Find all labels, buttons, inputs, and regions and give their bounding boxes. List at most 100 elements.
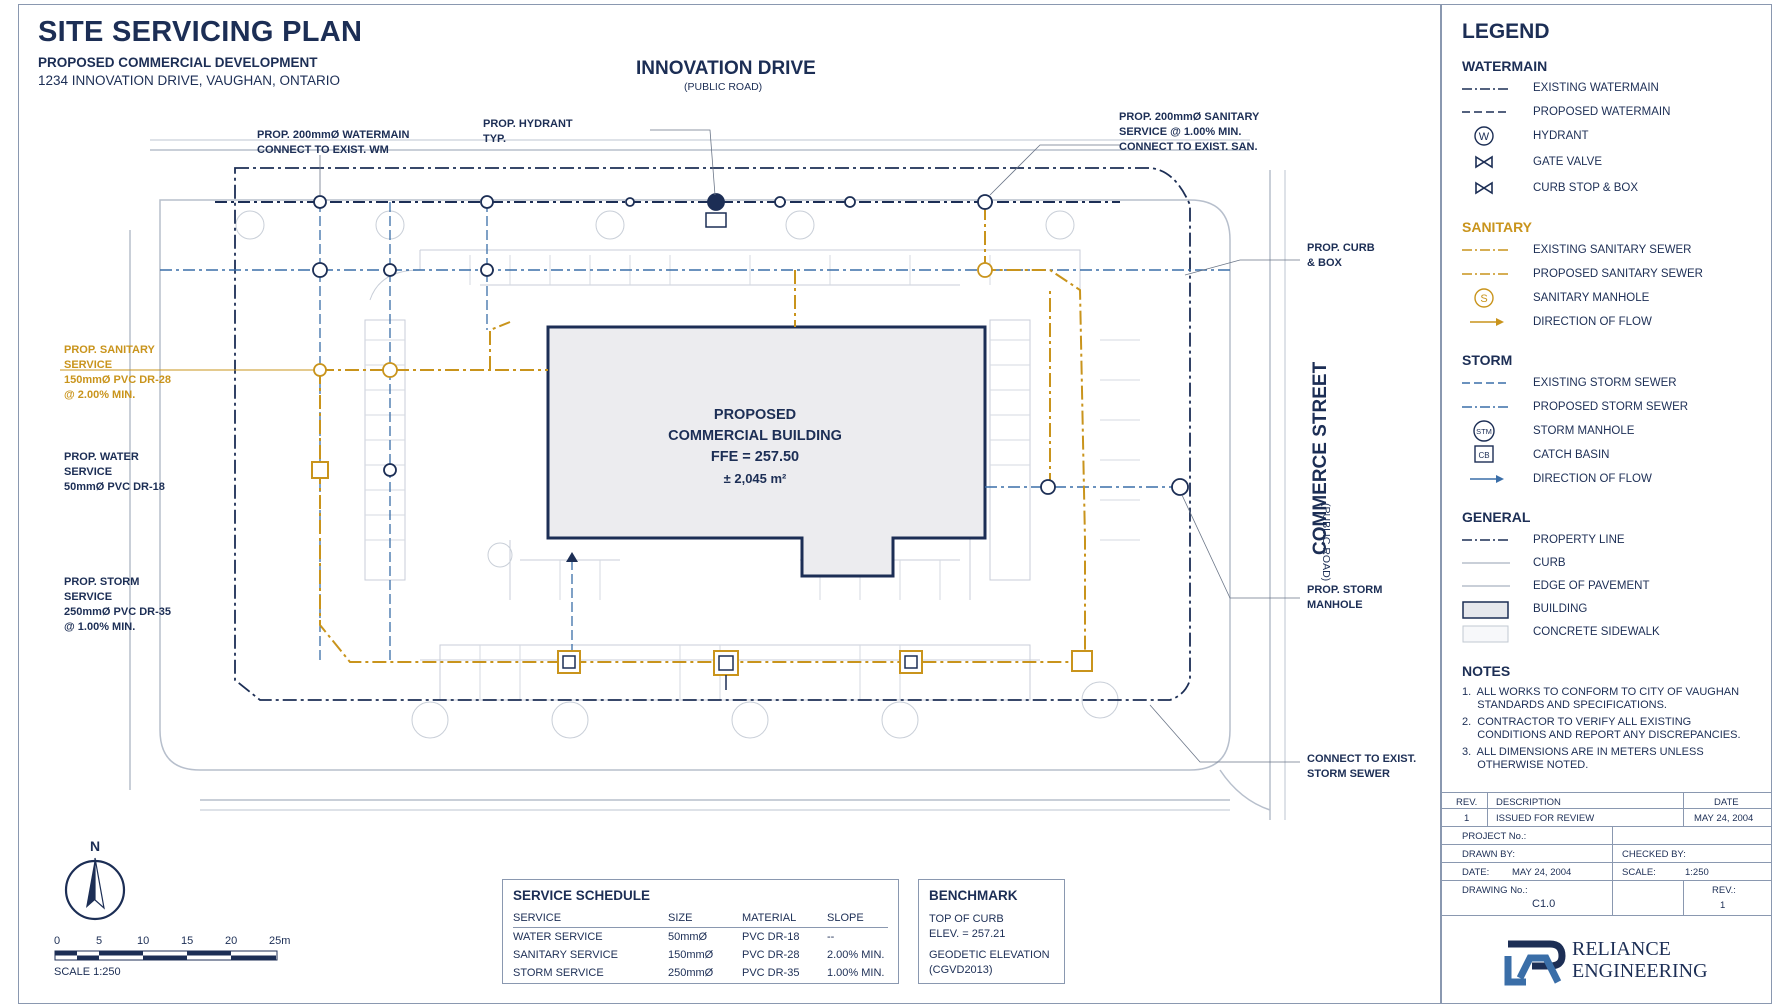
drawn-by-label: DRAWN BY: — [1462, 849, 1515, 860]
schedule-cell: PVC DR-35 — [742, 967, 800, 979]
drawing-frame — [18, 4, 1772, 1004]
note-storm-service: PROP. STORM SERVICE 250mmØ PVC DR-35 @ 1… — [64, 576, 171, 633]
logo-line1: RELIANCE — [1572, 938, 1671, 960]
table-row: SANITARY SERVICE — [513, 949, 618, 961]
building-footprint — [546, 325, 987, 578]
schedule-cell: 1.00% MIN. — [827, 967, 885, 979]
legend-title: LEGEND — [1462, 20, 1550, 43]
note-water-service: PROP. WATER SERVICE 50mmØ PVC DR-18 — [64, 451, 165, 493]
north-label: N — [90, 838, 101, 854]
note-sanitary-connection: PROP. 200mmØ SANITARY SERVICE @ 1.00% MI… — [1119, 111, 1260, 153]
benchmark-box: BENCHMARK TOP OF CURB ELEV. = 257.21 GEO… — [918, 879, 1065, 984]
scale-block-value: 1:250 — [1685, 867, 1709, 878]
legend-heading-sanitary: SANITARY — [1462, 219, 1532, 235]
scale-bar: 0 5 10 15 20 25m — [54, 935, 291, 947]
logo-icon — [1504, 940, 1566, 986]
building-ffe: FFE = 257.50 — [710, 449, 800, 465]
legend-item: CONCRETE SIDEWALK — [1533, 626, 1660, 638]
building-line1: PROPOSED — [713, 407, 797, 423]
legend-item: CURB STOP & BOX — [1533, 182, 1639, 194]
date-header: DATE — [1714, 797, 1739, 808]
site-plan-drawing — [60, 129, 1300, 820]
note-item: 1. ALL WORKS TO CONFORM TO CITY OF VAUGH… — [1462, 686, 1740, 711]
project-address: 1234 INNOVATION DRIVE, VAUGHAN, ONTARIO — [38, 73, 341, 88]
road-innovation-drive: INNOVATION DRIVE — [636, 58, 816, 79]
building-line2: COMMERCIAL BUILDING — [668, 428, 842, 444]
note-sanitary-service: PROP. SANITARY SERVICE 150mmØ PVC DR-28 … — [64, 344, 171, 401]
notes-heading: NOTES — [1462, 663, 1511, 679]
schedule-cell: PVC DR-28 — [742, 949, 800, 961]
legend-sanitary-symbols: S — [1462, 249, 1510, 326]
note-storm-manhole: PROP. STORM MANHOLE — [1307, 584, 1383, 611]
table-row: STORM SERVICE — [513, 967, 604, 979]
legend-heading-storm: STORM — [1462, 352, 1513, 368]
svg-text:STM: STM — [1476, 427, 1492, 436]
building-area: ± 2,045 m² — [723, 471, 787, 486]
legend-item: EXISTING SANITARY SEWER — [1533, 244, 1692, 256]
schedule-cell: 2.00% MIN. — [827, 949, 885, 961]
drawing-no-value: C1.0 — [1532, 898, 1556, 910]
rev-description: ISSUED FOR REVIEW — [1496, 813, 1595, 824]
legend-item: EXISTING STORM SEWER — [1533, 377, 1677, 389]
north-arrow — [64, 857, 126, 921]
legend-item: SANITARY MANHOLE — [1533, 292, 1650, 304]
legend-heading-general: GENERAL — [1462, 509, 1531, 525]
note-item: 3. ALL DIMENSIONS ARE IN METERS UNLESS O… — [1462, 746, 1704, 771]
schedule-cell: 150mmØ — [668, 949, 714, 961]
legend-divider — [1440, 4, 1442, 1004]
date-label: DATE: — [1462, 867, 1490, 878]
schedule-cell: -- — [827, 931, 835, 943]
rev-block-label: REV.: — [1712, 885, 1736, 896]
note-storm-connection: CONNECT TO EXIST. STORM SEWER — [1307, 753, 1417, 780]
scale-label: SCALE 1:250 — [54, 966, 121, 978]
legend-storm-symbols: STM CB — [1462, 382, 1510, 483]
legend-item: GATE VALVE — [1533, 156, 1603, 168]
schedule-header-service: SERVICE — [513, 912, 562, 924]
legend-heading-watermain: WATERMAIN — [1462, 58, 1548, 74]
svg-text:S: S — [1480, 293, 1487, 305]
legend-item: PROPOSED STORM SEWER — [1533, 401, 1689, 413]
legend-item: DIRECTION OF FLOW — [1533, 473, 1652, 485]
svg-text:CB: CB — [1478, 451, 1489, 460]
checked-by-label: CHECKED BY: — [1622, 849, 1686, 860]
scale-block-label: SCALE: — [1622, 867, 1656, 878]
scale-bar-graphic — [54, 950, 278, 961]
legend-item: PROPERTY LINE — [1533, 534, 1625, 546]
benchmark-title: BENCHMARK — [929, 888, 1018, 903]
schedule-cell: PVC DR-18 — [742, 931, 800, 943]
schedule-header-material: MATERIAL — [742, 912, 797, 924]
road-innovation-sub: (PUBLIC ROAD) — [684, 81, 763, 93]
benchmark-line1: TOP OF CURB — [929, 913, 1004, 925]
date-value: MAY 24, 2004 — [1512, 867, 1572, 878]
building-label: PROPOSED COMMERCIAL BUILDING FFE = 257.5… — [600, 405, 910, 489]
legend-item: PROPOSED SANITARY SEWER — [1533, 268, 1703, 280]
schedule-cell: 50mmØ — [668, 931, 708, 943]
legend-item: EXISTING WATERMAIN — [1533, 82, 1659, 94]
legend-watermain-symbols: W — [1462, 88, 1510, 195]
logo-text: RELIANCE ENGINEERING — [1572, 938, 1708, 982]
schedule-cell: 250mmØ — [668, 967, 714, 979]
rev-date: MAY 24, 2004 — [1694, 813, 1754, 824]
service-schedule: SERVICE SCHEDULE SERVICE SIZE MATERIAL S… — [502, 879, 899, 984]
legend-general-symbols — [1462, 539, 1510, 643]
project-subtitle: PROPOSED COMMERCIAL DEVELOPMENT — [38, 55, 318, 70]
legend-item: PROPOSED WATERMAIN — [1533, 106, 1671, 118]
svg-text:W: W — [1479, 131, 1490, 143]
note-watermain: PROP. 200mmØ WATERMAIN CONNECT TO EXIST.… — [257, 129, 410, 156]
legend-item: DIRECTION OF FLOW — [1533, 316, 1652, 328]
note-hydrant: PROP. HYDRANT TYP. — [483, 118, 573, 145]
note-item: 2. CONTRACTOR TO VERIFY ALL EXISTING CON… — [1462, 716, 1741, 741]
legend-item: CURB — [1533, 557, 1566, 569]
legend-item: STORM MANHOLE — [1533, 425, 1635, 437]
legend-item: CATCH BASIN — [1533, 449, 1610, 461]
page-title: SITE SERVICING PLAN — [38, 16, 363, 48]
logo-line2: ENGINEERING — [1572, 960, 1708, 982]
rev-header: REV. — [1456, 797, 1478, 808]
benchmark-line2: ELEV. = 257.21 — [929, 928, 1006, 940]
property-line — [234, 167, 1191, 701]
legend-item: HYDRANT — [1533, 130, 1589, 142]
legend-item: EDGE OF PAVEMENT — [1533, 580, 1650, 592]
project-no-label: PROJECT No.: — [1462, 831, 1527, 842]
table-row: WATER SERVICE — [513, 931, 603, 943]
description-header: DESCRIPTION — [1496, 797, 1561, 808]
